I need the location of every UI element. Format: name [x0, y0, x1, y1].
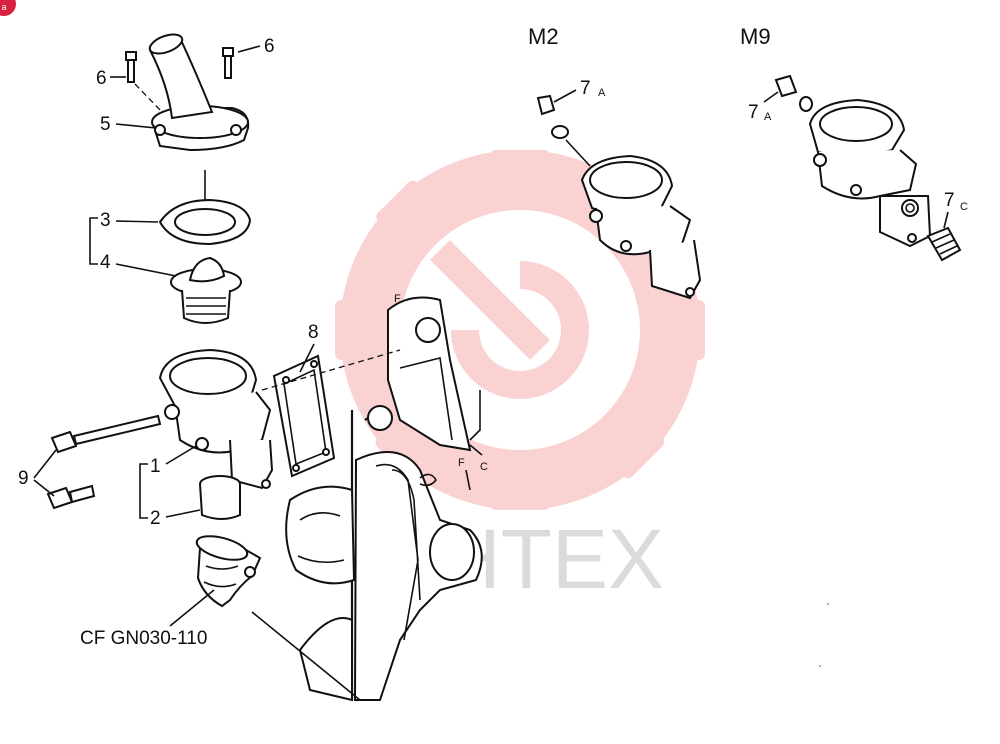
callout-4: 4 — [100, 252, 111, 273]
variant-label-m2: M2 — [528, 24, 559, 49]
bolt-guide-line — [134, 83, 163, 113]
m9-housing — [774, 74, 932, 248]
callout-8-leader — [299, 343, 315, 373]
mark-f-mid: F — [458, 457, 465, 469]
variant-label-m9: M9 — [740, 24, 771, 49]
leader-hose — [251, 611, 361, 701]
bypass-tube — [199, 475, 241, 520]
speck — [819, 665, 821, 667]
callout-7c-m9-leader — [943, 211, 949, 229]
callout-4-leader — [115, 263, 177, 277]
callout-7a-m9-leader — [763, 91, 779, 103]
hose-elbow — [195, 535, 262, 608]
thermostat-housing — [158, 348, 274, 490]
speck — [827, 603, 829, 605]
callout-8: 8 — [308, 322, 319, 343]
corner-badge: a — [0, 0, 16, 16]
gasket — [158, 198, 252, 246]
leader-gasket — [261, 349, 401, 391]
callout-7c-m9-sub: C — [960, 201, 968, 213]
callout-3-leader — [115, 220, 159, 223]
bracket-f-c — [469, 390, 483, 456]
callout-5-leader — [115, 123, 157, 129]
callout-7a-m2-leader — [553, 89, 577, 103]
callout-1: 1 — [150, 456, 161, 477]
bracket-3-4 — [89, 217, 98, 265]
callout-7a-m2: 7 — [580, 78, 591, 99]
thermostat — [170, 256, 242, 324]
pump-cover-plate — [387, 296, 472, 452]
callout-7c-m9: 7 — [944, 190, 955, 211]
leader-pump — [465, 469, 471, 491]
callout-2: 2 — [150, 508, 161, 529]
callout-6-right: 6 — [264, 36, 275, 57]
bolt-9-short — [46, 484, 96, 510]
bolt-9-long — [50, 414, 162, 454]
callout-7a-m9: 7 — [748, 102, 759, 123]
callout-9-leader — [33, 449, 57, 497]
mark-f-top: F — [394, 293, 401, 305]
callout-2-leader — [165, 509, 201, 518]
mark-c-right: C — [480, 461, 488, 473]
callout-7a-m2-sub: A — [598, 87, 606, 99]
callout-5: 5 — [100, 114, 111, 135]
bolt-6-right — [222, 47, 234, 79]
bolt-6-left — [125, 51, 137, 83]
callout-6-right-leader — [237, 45, 261, 53]
callout-7a-m9-sub: A — [764, 111, 772, 123]
callout-9: 9 — [18, 468, 29, 489]
callout-3: 3 — [100, 210, 111, 231]
temperature-sender-7c — [926, 226, 962, 262]
part-reference-leader — [169, 589, 215, 627]
gasket-8 — [272, 354, 336, 478]
water-pump-body — [285, 405, 483, 702]
thermostat-cover-elbow — [148, 33, 250, 152]
part-reference: CF GN030-110 — [80, 628, 207, 649]
callout-6-left: 6 — [96, 68, 107, 89]
badge-letter: a — [1, 2, 7, 12]
m2-housing — [536, 94, 702, 300]
callout-1-leader — [165, 445, 197, 465]
bracket-1-2 — [139, 463, 148, 519]
